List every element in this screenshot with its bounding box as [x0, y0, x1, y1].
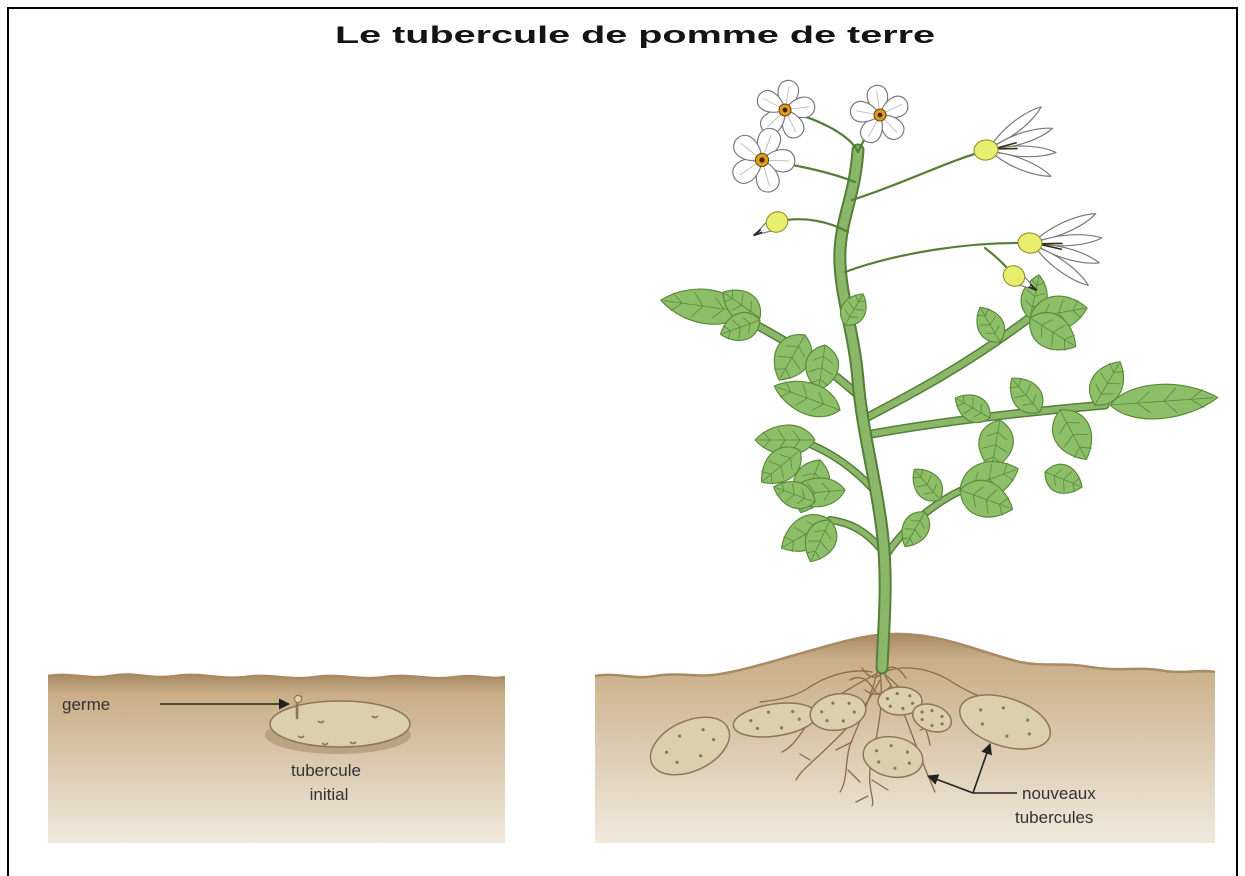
- tuber-eye: [908, 694, 911, 697]
- label-tubercule-initial-line1: tubercule: [291, 761, 361, 780]
- leaf: [969, 301, 1011, 348]
- flower: [844, 81, 915, 149]
- soil-panel-initial: [48, 674, 505, 843]
- flowers: [718, 75, 1106, 299]
- tuber-eye: [911, 702, 914, 705]
- tuber-eye: [886, 697, 889, 700]
- flower-stem: [852, 151, 985, 200]
- label-germe: germe: [62, 695, 110, 714]
- bud-tip: [753, 230, 762, 237]
- leaf: [1109, 380, 1219, 422]
- side-flower: [969, 101, 1061, 191]
- flower-bud: [749, 208, 792, 244]
- label-tubercule-initial-line2: initial: [310, 785, 349, 804]
- tuber-eye: [901, 707, 904, 710]
- soil-left: [48, 674, 505, 843]
- diagram-title: Le tubercule de pomme de terre: [335, 22, 935, 49]
- branch-outline: [830, 520, 880, 548]
- leaf: [1040, 459, 1088, 500]
- tuber-eye: [896, 692, 899, 695]
- tuber-eye: [889, 705, 892, 708]
- germ-bud: [294, 695, 301, 702]
- flower-stem: [845, 243, 1028, 272]
- label-nouveaux-tubercules-line1: nouveaux: [1022, 784, 1096, 803]
- side-flower: [1014, 201, 1106, 290]
- initial-tuber-body: [270, 701, 410, 747]
- label-nouveaux-tubercules-line2: tubercules: [1015, 808, 1093, 827]
